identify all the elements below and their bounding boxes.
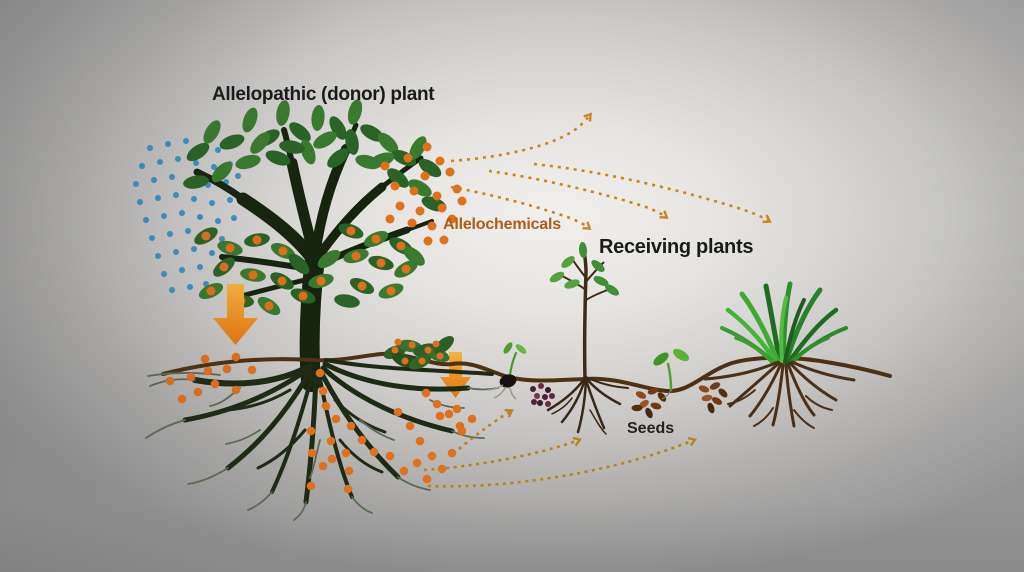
label-allelochemicals: Allelochemicals	[443, 216, 561, 233]
airborne-arrows	[450, 112, 772, 230]
grass-roots	[703, 360, 856, 429]
sapling-roots	[546, 376, 629, 435]
tree-leaves	[182, 97, 449, 319]
title-donor-plant: Allelopathic (donor) plant	[212, 84, 435, 105]
seed-cluster-dark	[530, 383, 555, 407]
soil-arrows	[423, 409, 697, 488]
receiving-sapling	[546, 241, 629, 435]
down-arrow-left	[213, 284, 258, 345]
donor-roots	[145, 358, 499, 521]
seed-cluster-brown-right	[698, 382, 728, 414]
label-seeds: Seeds	[627, 420, 675, 437]
airborne-allelochemical-dots	[380, 142, 467, 246]
label-receiving-plants: Receiving plants	[599, 236, 754, 258]
germinating-seed	[486, 342, 527, 400]
receiving-grass	[703, 281, 856, 429]
tree-fruit-dots	[201, 226, 411, 311]
seed-cluster-brown-left	[631, 387, 667, 419]
seedling-sprout	[653, 348, 689, 400]
leaf-litter	[383, 336, 454, 370]
soil-allelochemical-dots	[165, 352, 477, 494]
